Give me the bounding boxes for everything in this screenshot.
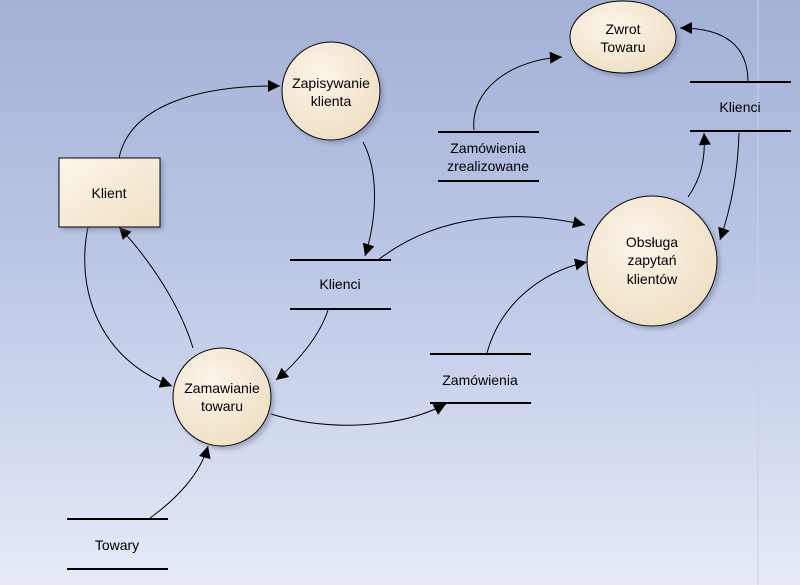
store-zamowienia-zrealizowane[interactable]: Zamówienia zrealizowane	[438, 131, 539, 182]
store-klienci-mid-label: Klienci	[319, 276, 360, 292]
process-obsluga-label-2: zapytań	[627, 252, 676, 268]
process-obsluga-label-3: klientów	[627, 271, 678, 287]
flow-towary-to-zamawianie	[149, 445, 211, 519]
store-klienci-top-label: Klienci	[719, 99, 760, 115]
store-zamowienia-zreal-label-2: zrealizowane	[447, 158, 529, 174]
process-zamawianie-towaru[interactable]: Zamawianie towaru	[172, 347, 272, 447]
process-zwrot-label-2: Towaru	[600, 39, 645, 55]
flow-zapisywanie-to-klienci	[362, 141, 375, 257]
flow-klienci-to-obsluga	[377, 216, 586, 261]
process-zwrot-label-1: Zwrot	[606, 21, 641, 37]
entity-klient-label: Klient	[91, 185, 126, 201]
process-zapisywanie-label-2: klienta	[311, 93, 352, 109]
store-klienci-mid[interactable]: Klienci	[290, 259, 391, 310]
flow-klienci-top-to-obsluga	[718, 132, 740, 241]
flow-zamawianie-to-klient	[118, 226, 194, 349]
process-zamawianie-label-2: towaru	[201, 398, 243, 414]
entity-klient[interactable]: Klient	[58, 157, 161, 228]
store-klienci-top[interactable]: Klienci	[690, 81, 791, 132]
flow-klient-to-zapisywanie	[118, 79, 281, 159]
flow-klienci-top-to-zwrot	[679, 22, 749, 83]
flow-klienci-to-zamawianie	[275, 309, 329, 381]
process-zwrot-towaru[interactable]: Zwrot Towaru	[569, 0, 677, 74]
store-zamowienia[interactable]: Zamówienia	[430, 353, 531, 404]
flow-zamawianie-to-zamowienia	[270, 403, 447, 426]
flow-zamowienia-to-obsluga	[486, 258, 588, 354]
flow-klient-to-zamawianie	[84, 226, 173, 388]
process-zapisywanie-klienta[interactable]: Zapisywanie klienta	[281, 41, 381, 141]
store-zamowienia-label: Zamówienia	[442, 372, 518, 388]
store-towary-label: Towary	[95, 537, 139, 553]
process-zamawianie-label-1: Zamawianie	[184, 380, 260, 396]
store-towary[interactable]: Towary	[67, 518, 168, 570]
process-obsluga-label-1: Obsługa	[626, 234, 678, 250]
flow-zamowienia-zreal-to-zwrot	[473, 51, 563, 131]
flow-obsluga-to-klienci-top	[687, 132, 711, 198]
store-zamowienia-zreal-label-1: Zamówienia	[450, 140, 526, 156]
process-obsluga-zapytan[interactable]: Obsługa zapytań klientów	[586, 195, 718, 327]
process-zapisywanie-label-1: Zapisywanie	[292, 75, 370, 91]
